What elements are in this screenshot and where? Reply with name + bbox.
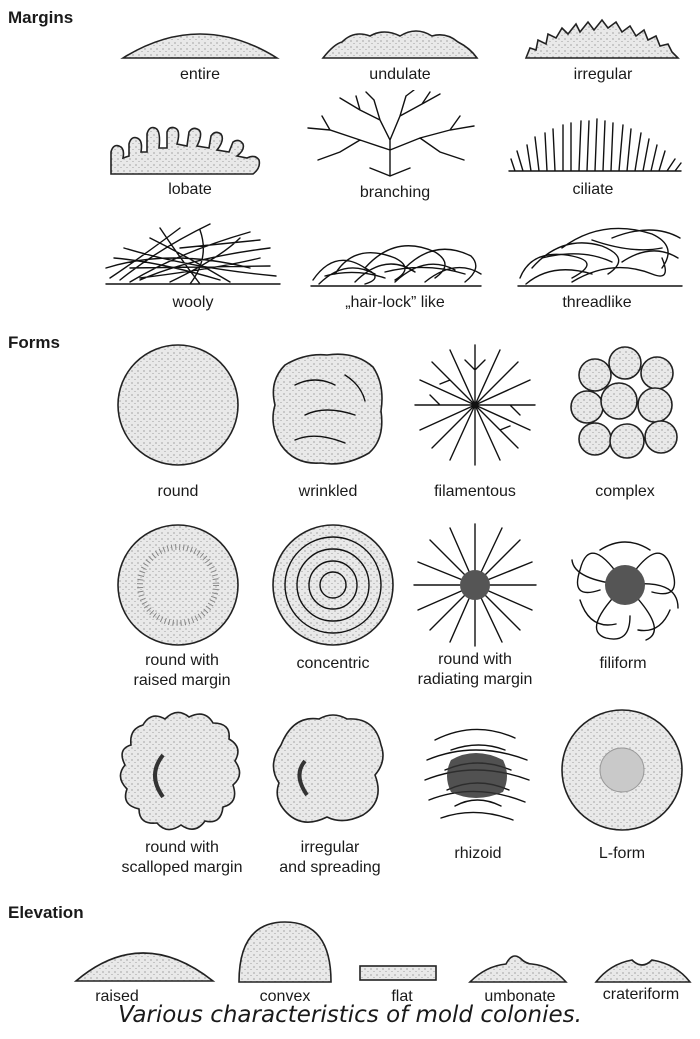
- form-label-round: round: [93, 482, 263, 502]
- elevation-crateriform-figure: [592, 948, 694, 986]
- form-label-l-form: L-form: [537, 844, 700, 864]
- form-label-complex: complex: [540, 482, 700, 502]
- margin-irregular-figure: [522, 14, 682, 62]
- margin-label-lobate: lobate: [105, 180, 275, 200]
- form-round-figure: [113, 340, 243, 470]
- margin-lobate-figure: [105, 122, 275, 178]
- margin-threadlike-figure: [512, 218, 687, 290]
- elevation-umbonate-figure: [466, 948, 570, 986]
- margin-wooly-figure: [100, 218, 285, 290]
- form-filamentous-figure: [410, 340, 540, 470]
- margin-label-ciliate: ciliate: [508, 180, 678, 200]
- margin-label-undulate: undulate: [315, 65, 485, 85]
- elevation-flat-figure: [358, 962, 440, 984]
- margin-label-wooly: wooly: [108, 293, 278, 313]
- form-label-wrinkled: wrinkled: [243, 482, 413, 502]
- margin-hair-lock-figure: [305, 228, 485, 290]
- margin-label-hair-lock: „hair-lock” like: [310, 293, 480, 313]
- elevation-convex-figure: [235, 918, 335, 986]
- margin-undulate-figure: [320, 22, 480, 62]
- form-round-scalloped-margin-figure: [113, 705, 248, 840]
- form-label-irregular-spreading: irregular and spreading: [245, 838, 415, 878]
- section-heading-forms: Forms: [8, 333, 60, 353]
- figure-caption: Various characteristics of mold colonies…: [0, 1002, 700, 1028]
- margin-entire-figure: [120, 18, 280, 62]
- elevation-raised-figure: [72, 935, 217, 985]
- margin-ciliate-figure: [505, 115, 685, 175]
- form-concentric-figure: [268, 520, 398, 650]
- margin-branching-figure: [300, 90, 480, 180]
- form-label-round-scalloped-margin: round with scalloped margin: [97, 838, 267, 878]
- form-wrinkled-figure: [265, 345, 390, 470]
- margin-label-entire: entire: [115, 65, 285, 85]
- form-round-radiating-margin-figure: [410, 520, 540, 650]
- margin-label-threadlike: threadlike: [512, 293, 682, 313]
- form-l-form-figure: [557, 705, 687, 835]
- section-heading-margins: Margins: [8, 8, 73, 28]
- form-complex-figure: [565, 345, 690, 470]
- section-heading-elevation: Elevation: [8, 903, 84, 923]
- form-rhizoid-figure: [415, 710, 540, 835]
- form-label-round-raised-margin: round with raised margin: [97, 651, 267, 691]
- form-round-raised-margin-figure: [113, 520, 243, 650]
- form-label-round-radiating-margin: round with radiating margin: [390, 650, 560, 690]
- form-label-filamentous: filamentous: [390, 482, 560, 502]
- margin-label-branching: branching: [310, 183, 480, 203]
- form-irregular-spreading-figure: [263, 705, 393, 835]
- form-label-filiform: filiform: [538, 654, 700, 674]
- form-filiform-figure: [560, 520, 690, 650]
- margin-label-irregular: irregular: [518, 65, 688, 85]
